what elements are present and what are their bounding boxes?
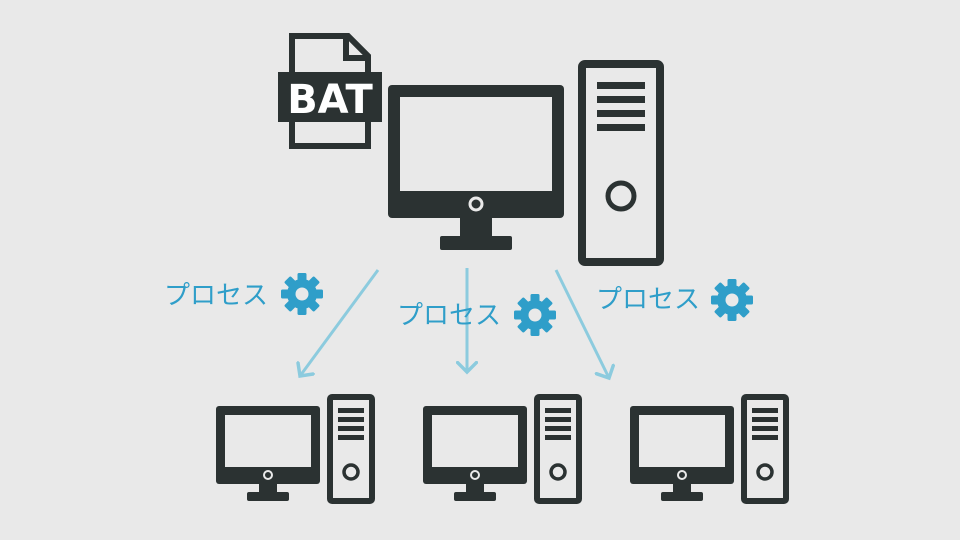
tower-icon	[534, 394, 582, 504]
client-computer-1	[216, 394, 375, 504]
tower-power-button	[605, 180, 637, 212]
file-label: BAT	[287, 77, 373, 123]
arrow-to-client-1	[300, 269, 380, 376]
tower-vent-2	[597, 96, 645, 103]
tower-vent-3	[597, 110, 645, 117]
process-label-2: プロセス	[397, 301, 501, 331]
tower-icon	[741, 394, 789, 504]
tower-outline	[578, 60, 664, 266]
monitor-base	[440, 236, 512, 250]
gear-icon	[281, 273, 323, 315]
monitor-icon	[216, 406, 320, 501]
process-label-3: プロセス	[596, 285, 700, 315]
gear-icon	[514, 294, 556, 336]
monitor-icon	[630, 406, 734, 501]
process-label-1: プロセス	[164, 281, 268, 311]
bat-file-icon: BAT	[278, 33, 382, 149]
client-computer-3	[630, 394, 789, 504]
monitor-neck	[460, 218, 492, 238]
file-label-band	[278, 72, 382, 122]
server-monitor-icon	[388, 85, 564, 250]
file-corner-fold	[343, 36, 368, 61]
gear-icon	[711, 279, 753, 321]
arrow-to-client-3	[554, 269, 609, 378]
client-computer-2	[423, 394, 582, 504]
monitor-screen	[400, 97, 552, 191]
tower-icon	[327, 394, 375, 504]
tower-vent-1	[597, 82, 645, 89]
tower-vent-4	[597, 124, 645, 131]
monitor-icon	[423, 406, 527, 501]
server-tower-icon	[578, 60, 664, 266]
monitor-power-button	[468, 196, 484, 212]
